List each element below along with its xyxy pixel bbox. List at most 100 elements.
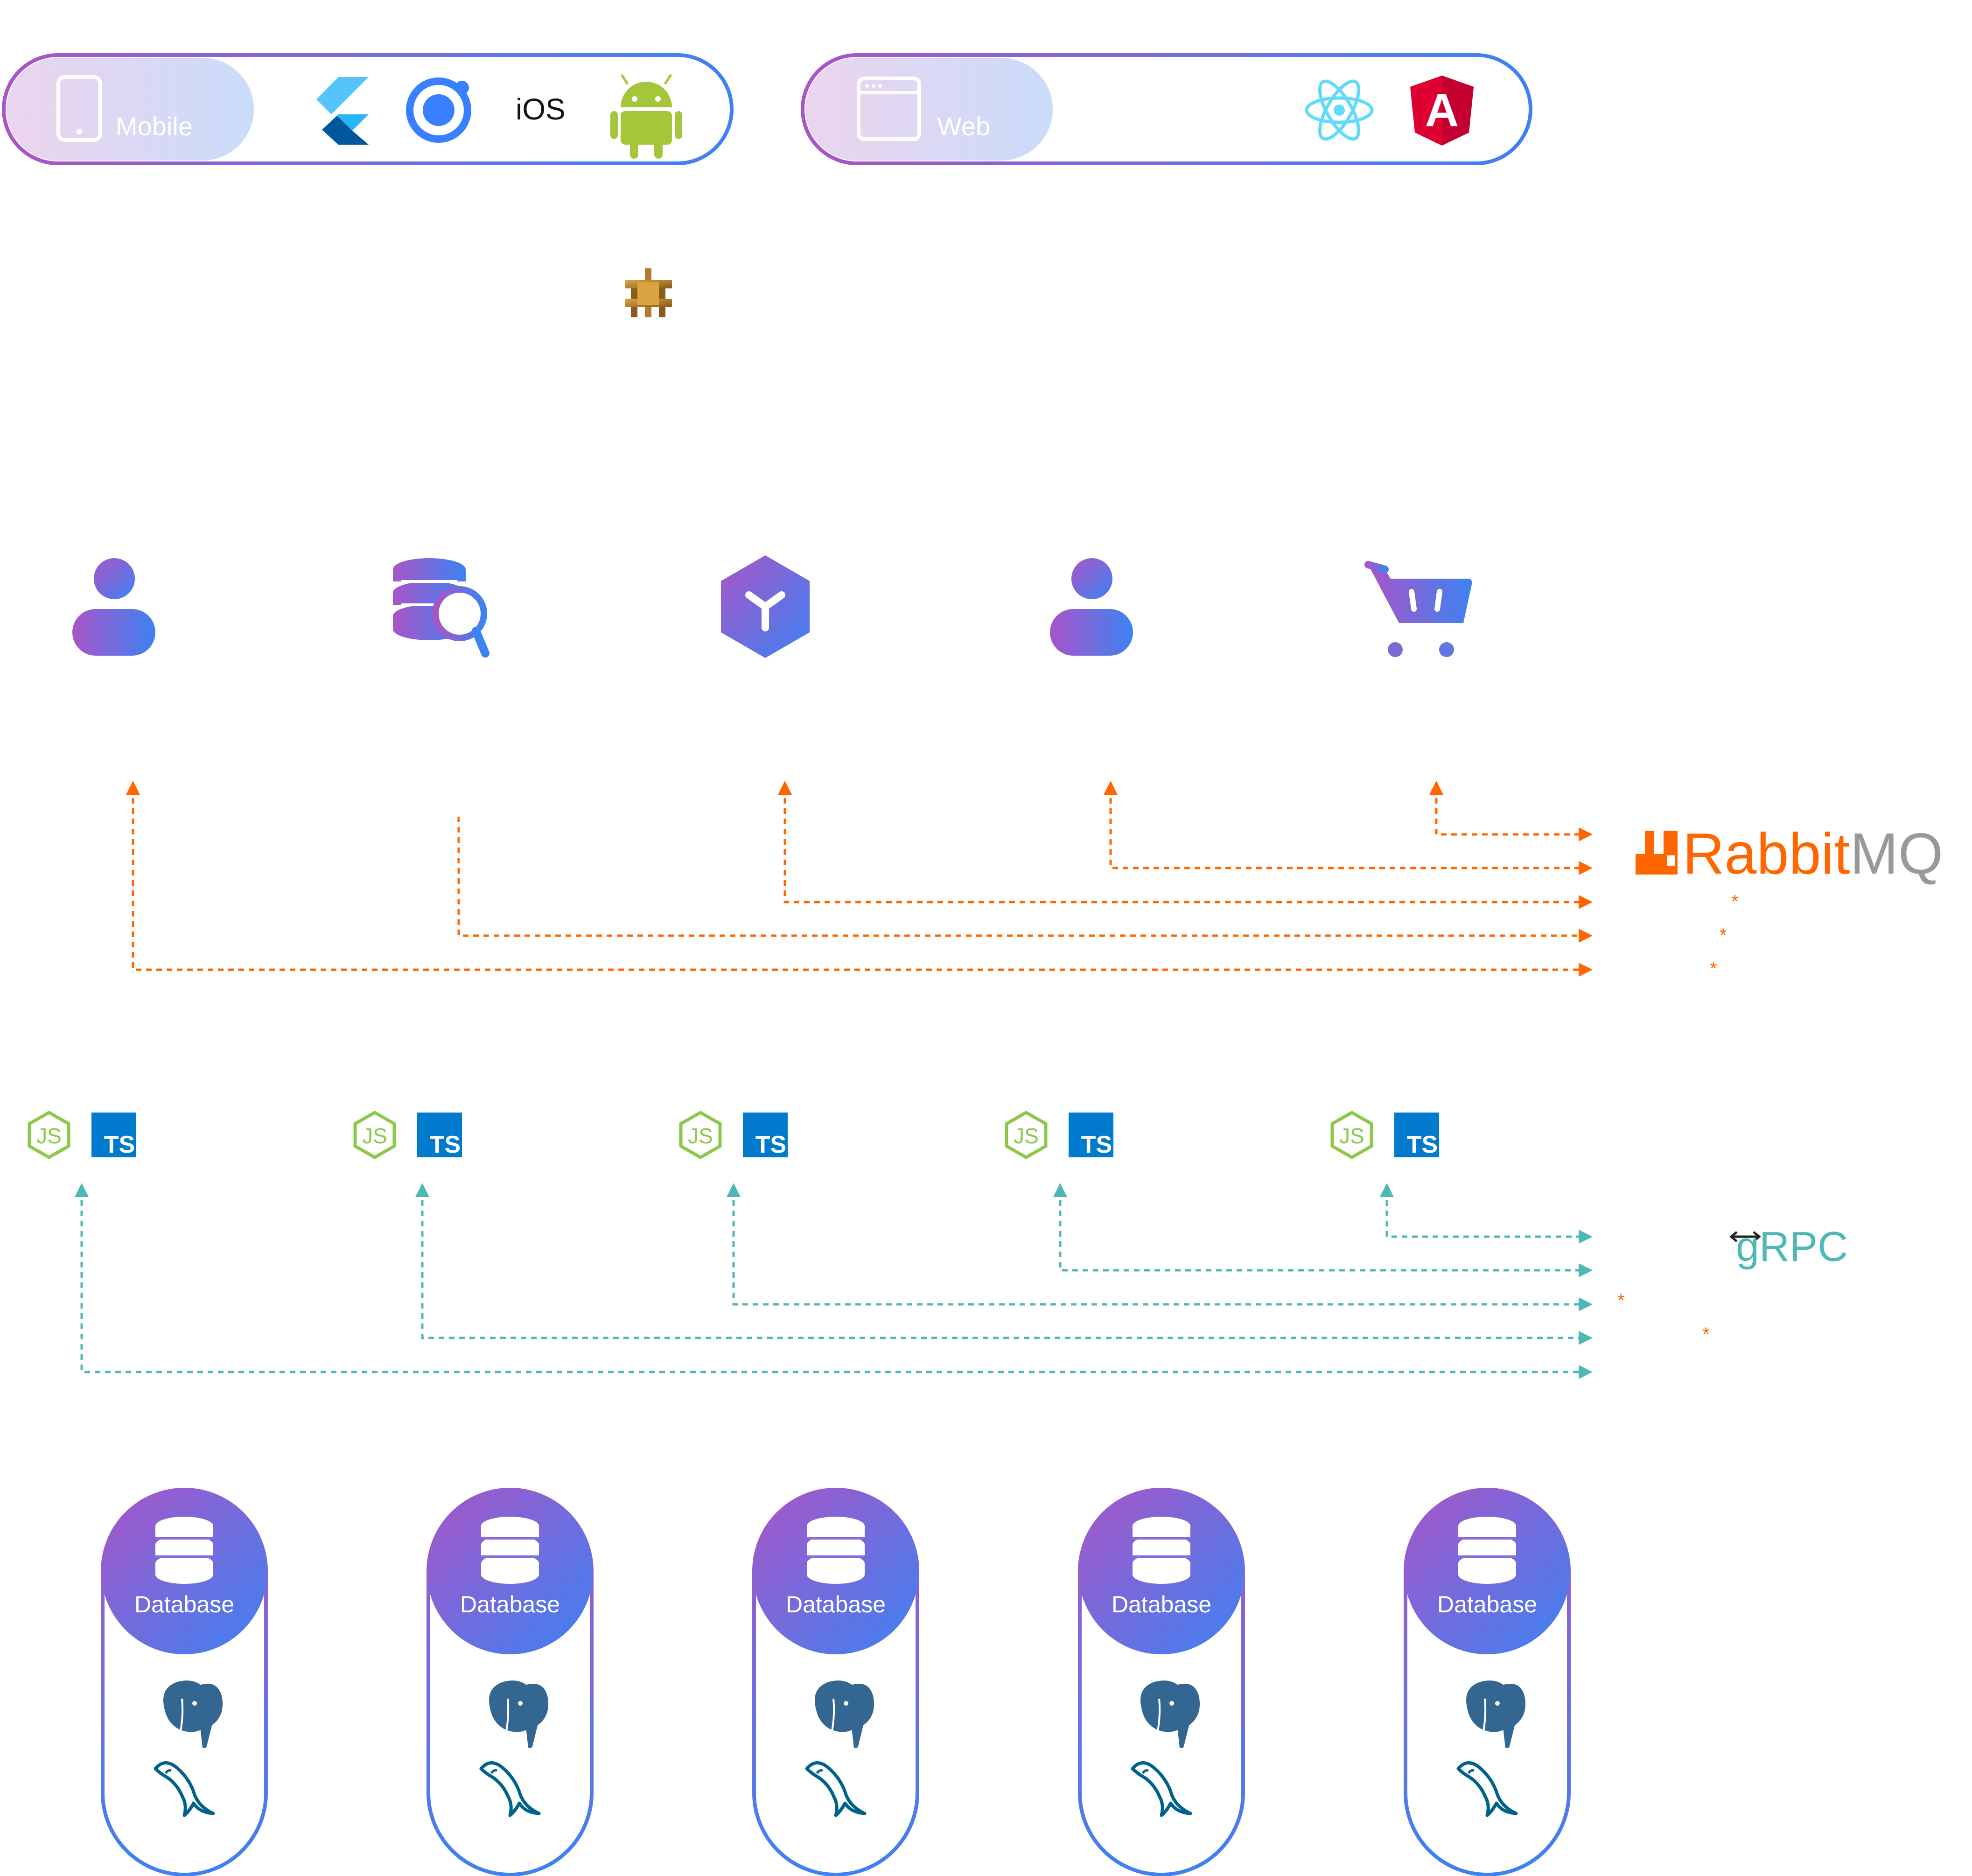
grpc-label: gRPC [1736, 1224, 1848, 1270]
nodejs-icon: JS [1005, 1110, 1048, 1160]
database-label: Database [786, 1591, 886, 1617]
nodejs-js-label: JS [36, 1124, 62, 1148]
grpc-link-1 [75, 1183, 1593, 1379]
web-label-pill [805, 58, 1053, 161]
rabbitmq-connectors [126, 781, 1593, 977]
database-layer: Database Database Database Database Database [101, 1488, 1571, 1876]
grpc-connectors [75, 1183, 1593, 1379]
rabbitmq-logo: RabbitMQ [1636, 822, 1943, 886]
mysql-icon [154, 1761, 215, 1817]
database-card: Database [101, 1488, 268, 1876]
grpc-link-4 [1053, 1183, 1593, 1277]
ios-icon: iOS [516, 92, 566, 126]
typescript-icon: TS [1394, 1113, 1439, 1158]
database-stack-icon [1458, 1517, 1516, 1584]
service-runtime-badges: JS TS [1330, 1110, 1439, 1160]
database-label: Database [1112, 1591, 1211, 1617]
rabbitmq-link-4 [1104, 781, 1593, 875]
react-icon [1305, 79, 1374, 141]
mobile-label-pill [7, 58, 254, 161]
database-card: Database [427, 1488, 594, 1876]
nodejs-icon: JS [679, 1110, 722, 1160]
flutter-icon [316, 77, 369, 145]
user-icon [72, 558, 155, 656]
ionic-icon [406, 77, 471, 143]
grpc-link-2 [415, 1183, 1593, 1345]
typescript-ts-label: TS [430, 1131, 461, 1158]
mysql-icon [1456, 1761, 1518, 1817]
rabbitmq-icon [1636, 831, 1678, 875]
nodejs-js-label: JS [1339, 1124, 1364, 1148]
web-client-group: Web A [801, 53, 1532, 165]
rabbitmq-asterisk: * [1710, 959, 1717, 979]
service-runtime-badges: JS TS [353, 1110, 462, 1160]
nodejs-js-label: JS [362, 1124, 387, 1148]
rabbitmq-link-5 [1429, 781, 1593, 841]
grpc-link-5 [1380, 1183, 1593, 1244]
database-card: Database [1078, 1488, 1245, 1876]
typescript-icon: TS [417, 1113, 462, 1158]
user-icon [1050, 558, 1133, 656]
mobile-phone-icon [56, 75, 102, 142]
rabbitmq-asterisk: * [1720, 925, 1727, 945]
postgresql-icon [813, 1679, 876, 1750]
android-icon [610, 74, 682, 159]
postgresql-icon [1139, 1679, 1202, 1750]
postgresql-icon [487, 1679, 550, 1750]
nodejs-icon: JS [353, 1110, 396, 1160]
database-label: Database [460, 1591, 560, 1617]
web-label: Web [937, 112, 990, 141]
typescript-ts-label: TS [1081, 1131, 1112, 1158]
angular-letter: A [1425, 84, 1459, 136]
database-stack-icon [807, 1517, 865, 1584]
mysql-icon [1131, 1761, 1192, 1817]
service-runtime-badges: JS TS [1005, 1110, 1113, 1160]
typescript-icon: TS [91, 1113, 136, 1158]
typescript-ts-label: TS [755, 1131, 786, 1158]
angular-icon: A [1410, 76, 1474, 146]
aws-api-gateway-icon [625, 268, 672, 317]
rabbitmq-link-1 [126, 781, 1593, 977]
typescript-ts-label: TS [1407, 1131, 1438, 1158]
database-stack-icon [155, 1517, 213, 1584]
browser-window-icon [857, 77, 921, 141]
mobile-label: Mobile [116, 112, 193, 141]
rabbitmq-brand-part-2: MQ [1850, 822, 1943, 886]
grpc-asterisk: * [1617, 1290, 1625, 1311]
product-cube-icon [721, 555, 810, 658]
typescript-icon: TS [743, 1113, 788, 1158]
postgresql-icon [161, 1679, 224, 1750]
mysql-icon [805, 1761, 867, 1817]
database-card: Database [752, 1488, 919, 1876]
runtime-badges-layer: JS TS JS TS JS TS JS TS JS TS [28, 1110, 1439, 1160]
web-client-frame [801, 53, 1532, 165]
grpc-link-3 [727, 1183, 1593, 1311]
database-stack-icon [1133, 1517, 1190, 1584]
mobile-client-frame [2, 53, 734, 165]
nodejs-icon: JS [28, 1110, 70, 1160]
database-card: Database [1404, 1488, 1571, 1876]
nodejs-icon: JS [1330, 1110, 1373, 1160]
rabbitmq-asterisk: * [1731, 891, 1739, 912]
postgresql-icon [1464, 1679, 1527, 1750]
typescript-ts-label: TS [104, 1131, 135, 1158]
database-search-icon [393, 558, 490, 658]
rabbitmq-link-2 [457, 817, 1593, 943]
shopping-cart-icon [1364, 561, 1472, 657]
grpc-asterisk: * [1702, 1324, 1710, 1344]
services-layer [72, 555, 1472, 658]
service-runtime-badges: JS TS [679, 1110, 788, 1160]
mobile-client-group: Mobile iOS [2, 53, 734, 165]
nodejs-js-label: JS [1014, 1124, 1039, 1148]
rabbitmq-wordmark: RabbitMQ [1683, 822, 1943, 886]
service-runtime-badges: JS TS [28, 1110, 136, 1160]
grpc-logo: gRPC [1729, 1224, 1848, 1270]
typescript-icon: TS [1069, 1113, 1113, 1158]
nodejs-js-label: JS [688, 1124, 713, 1148]
database-stack-icon [481, 1517, 539, 1584]
rabbitmq-brand-part-1: Rabbit [1683, 822, 1850, 886]
mysql-icon [479, 1761, 541, 1817]
database-label: Database [1437, 1591, 1537, 1617]
database-label: Database [134, 1591, 234, 1617]
rabbitmq-link-3 [778, 781, 1593, 909]
